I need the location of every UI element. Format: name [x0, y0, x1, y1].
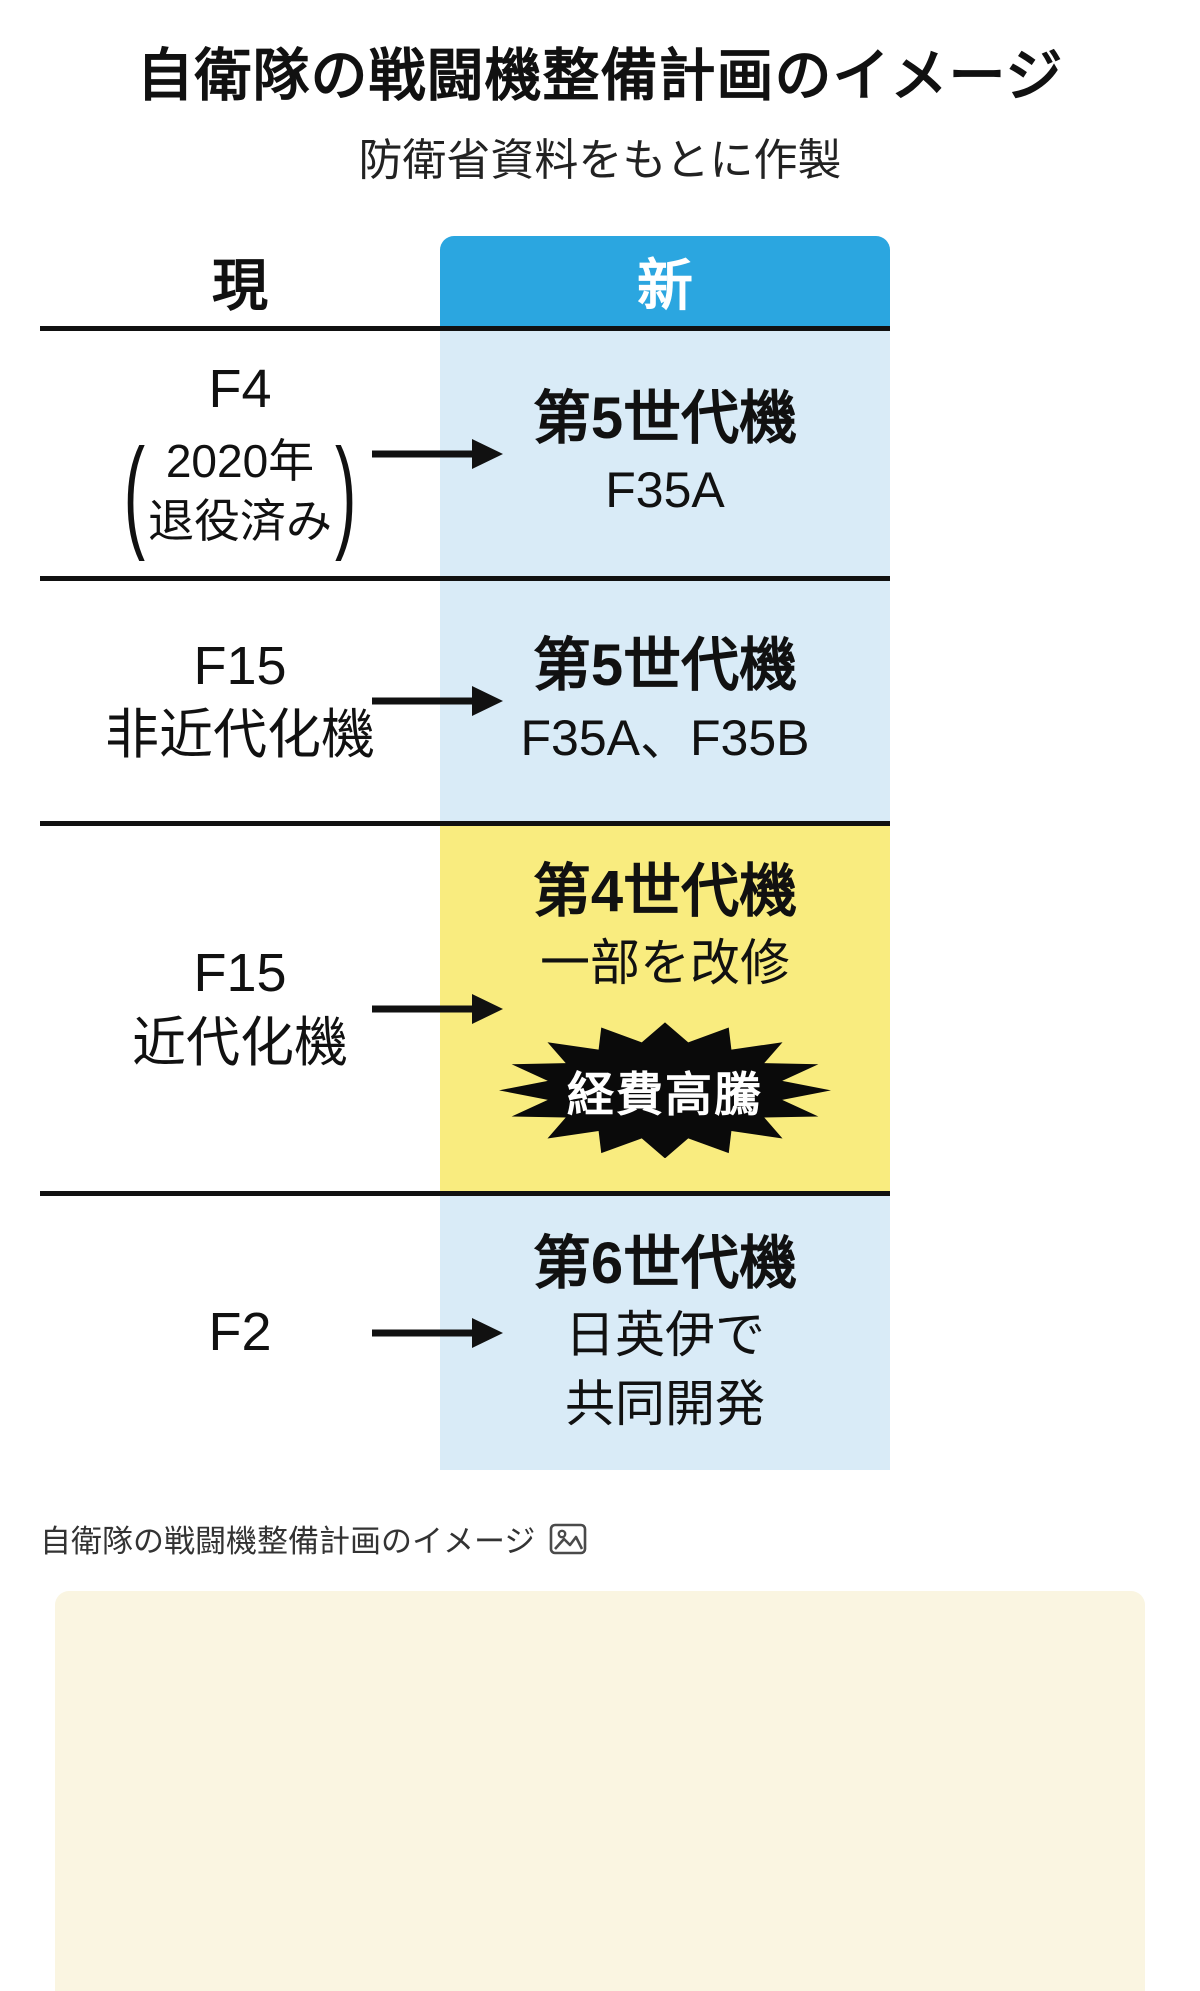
- diagram-header-row: 現 新: [40, 236, 890, 331]
- cost-surge-badge-label: 経費高騰: [567, 1067, 763, 1121]
- plan-row-f4: F4 ( 2020年 退役済み ) 第5世代機 F35A: [40, 331, 890, 581]
- image-caption-row: 自衛隊の戦闘機整備計画のイメージ: [40, 1516, 1200, 1561]
- current-aircraft-name: F15: [193, 635, 287, 696]
- current-aircraft-type: 非近代化機: [105, 705, 375, 765]
- new-generation-label: 第6世代機: [532, 1230, 798, 1296]
- note-line-2: 退役済み: [148, 495, 332, 548]
- note-line-1: 2020年: [165, 435, 315, 488]
- paren-open: (: [123, 421, 145, 563]
- column-header-current: 現: [212, 253, 268, 317]
- new-aircraft-detail-line1: 日英伊で: [565, 1307, 765, 1364]
- new-aircraft-detail: F35A: [605, 462, 725, 519]
- current-aircraft-name: F4: [208, 359, 272, 420]
- new-generation-label: 第5世代機: [532, 385, 798, 451]
- current-cell-f15-modernized: F15 近代化機: [40, 826, 440, 1191]
- current-aircraft-name: F15: [193, 943, 287, 1004]
- new-cell-gen5-f35a: 第5世代機 F35A: [440, 331, 890, 576]
- image-icon[interactable]: [549, 1523, 587, 1555]
- current-cell-f15-nonmodernized: F15 非近代化機: [40, 581, 440, 821]
- paren-close: ): [335, 421, 357, 563]
- current-aircraft-type: 近代化機: [132, 1012, 348, 1073]
- arrow-icon: [372, 993, 503, 1024]
- plan-row-f15-modernized: F15 近代化機 第4世代機 一部を改修 経費高騰: [40, 826, 890, 1196]
- arrow-icon: [372, 438, 503, 469]
- retirement-note-lines: 2020年 退役済み: [148, 432, 332, 552]
- cost-surge-badge: 経費高騰: [499, 1022, 831, 1159]
- figure-subtitle: 防衛省資料をもとに作製: [358, 136, 842, 185]
- arrow-icon: [372, 686, 503, 716]
- current-cell-f2: F2: [40, 1196, 440, 1470]
- column-header-new: 新: [440, 236, 890, 326]
- image-caption: 自衛隊の戦闘機整備計画のイメージ: [40, 1524, 536, 1559]
- retirement-note: ( 2020年 退役済み ): [121, 421, 360, 563]
- new-generation-label: 第5世代機: [532, 633, 798, 699]
- current-aircraft-name: F2: [208, 1302, 272, 1363]
- new-cell-gen5-f35ab: 第5世代機 F35A、F35B: [440, 581, 890, 821]
- new-aircraft-detail: 一部を改修: [540, 935, 790, 992]
- fighter-plan-diagram: 現 新 F4 ( 2020年 退役済み ) 第5世代機 F35A: [40, 236, 890, 1470]
- content-card: [55, 1591, 1145, 1991]
- new-cell-gen6-joint: 第6世代機 日英伊で 共同開発: [440, 1196, 890, 1470]
- new-cell-gen4-refit: 第4世代機 一部を改修 経費高騰: [440, 826, 890, 1191]
- arrow-icon: [372, 1318, 503, 1348]
- new-generation-label: 第4世代機: [532, 858, 798, 924]
- new-aircraft-detail: F35A、F35B: [520, 709, 810, 766]
- new-aircraft-detail-line2: 共同開発: [565, 1376, 765, 1433]
- plan-row-f2: F2 第6世代機 日英伊で 共同開発: [40, 1196, 890, 1470]
- figure-title: 自衛隊の戦闘機整備計画のイメージ: [136, 44, 1064, 108]
- current-cell-f4: F4 ( 2020年 退役済み ): [40, 331, 440, 576]
- plan-row-f15-nonmodernized: F15 非近代化機 第5世代機 F35A、F35B: [40, 581, 890, 826]
